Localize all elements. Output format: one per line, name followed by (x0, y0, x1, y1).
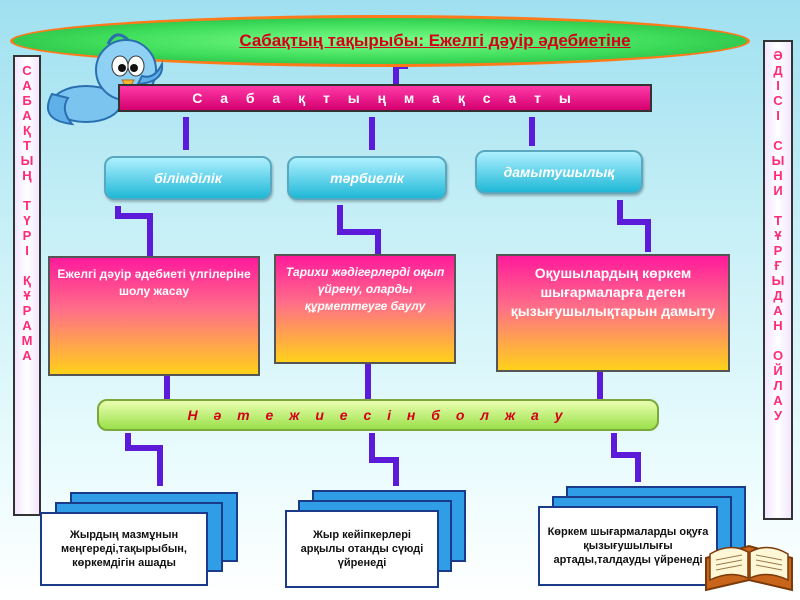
side-letter: Қ (23, 273, 31, 288)
outcome-box-3: Көркем шығармаларды оқуға қызығушылығы а… (538, 506, 718, 586)
side-letter: Ғ (774, 258, 782, 273)
outcome-box-2: Жыр кейіпкерлері арқылы отанды сүюді үйр… (285, 510, 439, 588)
side-letter: І (776, 108, 780, 123)
side-letter: О (772, 348, 784, 363)
category-box-developmental: дамытушылық (475, 150, 643, 194)
side-letter: Ы (20, 153, 34, 168)
side-letter: Қ (23, 123, 31, 138)
book-icon (705, 544, 793, 592)
side-letter: А (22, 78, 32, 93)
outcome-box-1: Жырдың мазмұнын меңгереді,тақырыбын, көр… (40, 512, 208, 586)
connector-result-out1 (125, 433, 163, 486)
side-letter: Ы (771, 273, 785, 288)
side-letter: Д (773, 63, 783, 78)
side-letter: Л (773, 378, 783, 393)
side-letter: А (773, 303, 783, 318)
side-letter: М (21, 333, 33, 348)
result-forecast-label: Н ә т е ж и е с і н б о л ж а у (187, 407, 569, 423)
category-box-upbringing: тәрбиелік (287, 156, 447, 200)
lesson-purpose-label: С а б а қ т ы ң м а қ с а т ы (192, 90, 578, 106)
side-letter: С (773, 93, 783, 108)
side-letter: Т (23, 138, 31, 153)
side-letter: І (776, 78, 780, 93)
category-label: тәрбиелік (330, 170, 404, 186)
side-letter: А (22, 348, 32, 363)
connector-cat3-goal3 (617, 200, 651, 252)
side-letter: Р (22, 228, 32, 243)
side-letter: Р (773, 243, 783, 258)
goal-box-3: Оқушылардың көркем шығармаларға деген қы… (496, 254, 730, 372)
category-box-educational: білімділік (104, 156, 272, 200)
goal-text: Ежелгі дәуір әдебиеті үлгілеріне шолу жа… (57, 267, 251, 298)
side-letter: Н (773, 318, 783, 333)
connector-result-out3 (611, 433, 641, 482)
outcome-text: Жыр кейіпкерлері арқылы отанды сүюді үйр… (300, 529, 424, 569)
side-letter: Т (774, 213, 782, 228)
outcome-text: Жырдың мазмұнын меңгереді,тақырыбын, көр… (61, 529, 187, 569)
side-letter: Ы (771, 153, 785, 168)
side-letter: С (22, 63, 32, 78)
connector-result-out2 (369, 433, 399, 486)
side-letter: Ұ (774, 228, 782, 243)
side-letter: А (22, 108, 32, 123)
side-letter: Д (773, 288, 783, 303)
side-letter: Ә (773, 48, 783, 63)
side-letter: Ү (23, 213, 31, 228)
goal-text: Тарихи жәдігерлерді оқып үйрену, оларды … (285, 265, 445, 313)
connector-cat1-goal1 (115, 206, 153, 258)
side-letter: А (22, 318, 32, 333)
side-letter: А (773, 393, 783, 408)
side-letter: С (773, 138, 783, 153)
side-letter: Р (22, 303, 32, 318)
category-label: білімділік (154, 170, 222, 186)
goal-text: Оқушылардың көркем шығармаларға деген қы… (510, 265, 716, 319)
goal-box-1: Ежелгі дәуір әдебиеті үлгілеріне шолу жа… (48, 256, 260, 376)
side-letter: У (773, 408, 783, 423)
side-letter: І (25, 243, 29, 258)
side-letter: Б (22, 93, 32, 108)
connector-cat2-goal2 (337, 205, 381, 254)
result-forecast-bar: Н ә т е ж и е с і н б о л ж а у (97, 399, 659, 431)
side-letter: Ң (22, 168, 32, 183)
lesson-purpose-bar: С а б а қ т ы ң м а қ с а т ы (118, 84, 652, 112)
outcome-text: Көркем шығармаларды оқуға қызығушылығы а… (547, 526, 709, 566)
bird-icon (47, 33, 164, 126)
side-letter: Ұ (23, 288, 31, 303)
goal-box-2: Тарихи жәдігерлерді оқып үйрену, оларды … (274, 254, 456, 364)
side-letter: Н (773, 168, 783, 183)
side-letter: Й (773, 363, 783, 378)
connector-title-purpose (393, 63, 408, 86)
side-letter: И (773, 183, 783, 198)
side-letter: Т (23, 198, 31, 213)
category-label: дамытушылық (503, 164, 615, 180)
lesson-title: Сабақтың тақырыбы: Ежелгі дәуір әдебиеті… (239, 31, 631, 50)
